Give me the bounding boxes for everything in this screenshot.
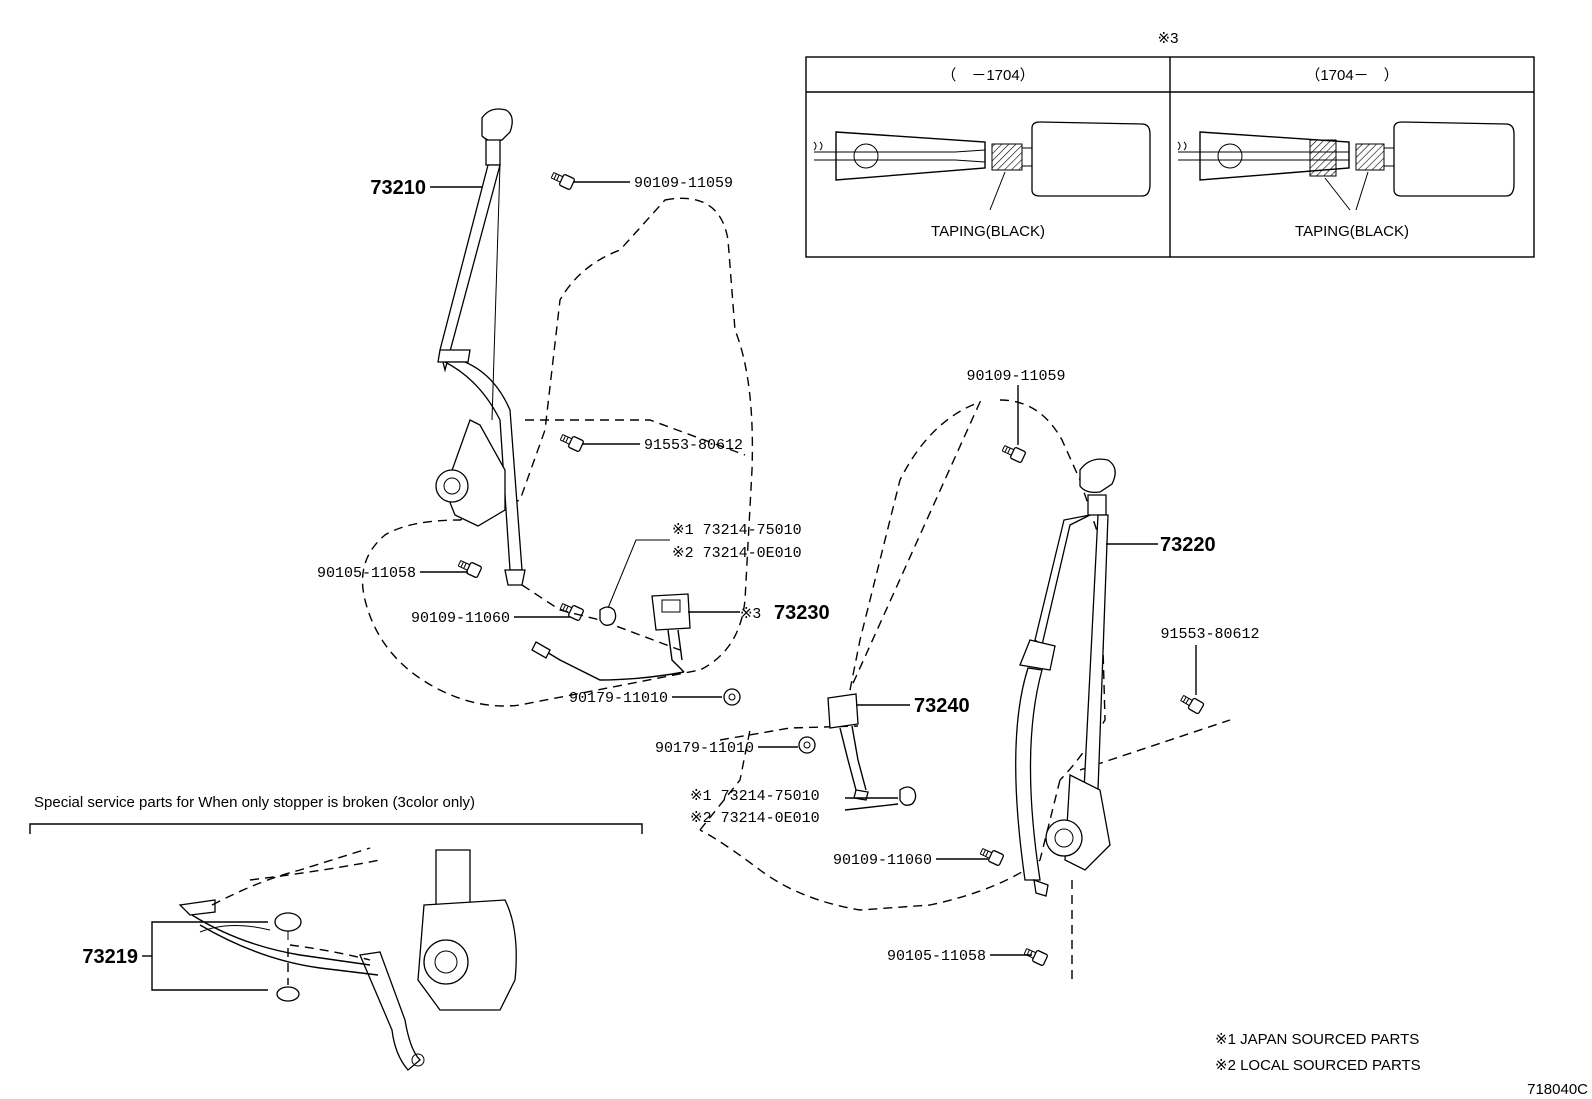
buckle-73240 (827, 693, 869, 801)
label-90109-11059-left: 90109-11059 (634, 175, 733, 192)
label-91553-80612-right: 91553-80612 (1160, 626, 1259, 643)
inset-right-caption: TAPING(BLACK) (1295, 223, 1409, 240)
label-91553-80612-left: 91553-80612 (644, 437, 743, 454)
label-90109-11060-right: 90109-11060 (833, 852, 932, 869)
label-cover-japan-left: ※1 73214-75010 (672, 522, 802, 539)
special-service-parts: Special service parts for When only stop… (29, 794, 643, 1071)
rear-belt-73220 (1015, 458, 1116, 897)
inset-right-header: （1704－ ） (1305, 67, 1398, 84)
inset-marker: ※3 (1158, 30, 1179, 47)
label-90109-11059-right: 90109-11059 (966, 368, 1065, 385)
note-japan-sourced: ※1 JAPAN SOURCED PARTS (1215, 1031, 1419, 1048)
inset-taping-detail: ※3 （ －1704） （1704－ ） TAPING(BLACK) (805, 30, 1535, 258)
label-73240: 73240 (914, 695, 970, 717)
special-caption: Special service parts for When only stop… (34, 794, 475, 811)
label-73230: 73230 (774, 602, 830, 624)
buckle-stalk-new: TAPING(BLACK) (1177, 121, 1515, 240)
inset-left-header: （ －1704） (941, 67, 1034, 84)
label-cover-local-left: ※2 73214-0E010 (672, 545, 802, 562)
buckle-73230 (531, 593, 691, 681)
label-90179-11010-right: 90179-11010 (655, 740, 754, 757)
left-seat-assembly: 90109-11059 73210 91553-80612 90105-1105… (317, 108, 830, 707)
label-90179-11010-left: 90179-11010 (569, 690, 668, 707)
label-73210: 73210 (370, 177, 426, 199)
label-73220: 73220 (1160, 534, 1216, 556)
right-seat-assembly: 90109-11059 73220 91553-80612 73240 9017… (655, 368, 1260, 985)
buckle-stalk-old: TAPING(BLACK) (813, 121, 1151, 240)
source-notes: ※1 JAPAN SOURCED PARTS ※2 LOCAL SOURCED … (1215, 1031, 1588, 1098)
label-cover-japan-right: ※1 73214-75010 (690, 788, 820, 805)
label-73230-marker: ※3 (740, 605, 761, 622)
label-90105-11058-right: 90105-11058 (887, 948, 986, 965)
note-local-sourced: ※2 LOCAL SOURCED PARTS (1215, 1057, 1421, 1074)
label-cover-local-right: ※2 73214-0E010 (690, 810, 820, 827)
diagram-id: 718040C (1527, 1081, 1588, 1098)
label-90105-11058-left: 90105-11058 (317, 565, 416, 582)
label-73219: 73219 (82, 946, 138, 968)
label-90109-11060-left: 90109-11060 (411, 610, 510, 627)
inset-left-caption: TAPING(BLACK) (931, 223, 1045, 240)
front-belt-73210 (435, 108, 526, 586)
